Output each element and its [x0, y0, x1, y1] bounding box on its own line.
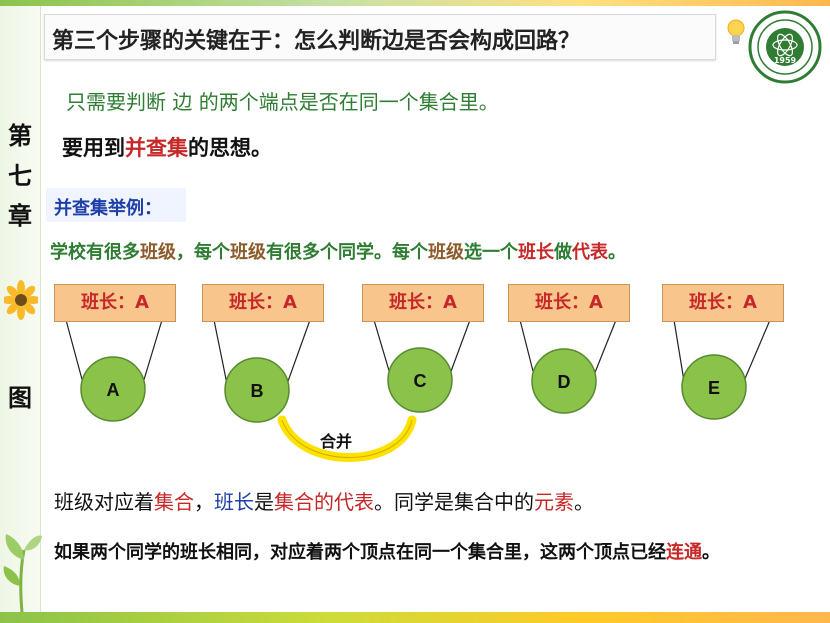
student-node [224, 357, 290, 423]
student-node [681, 354, 747, 420]
school-line-run: 有很多个同学。每个 [266, 242, 428, 263]
monitor-box: 班长：A [508, 284, 630, 322]
concept-line-run: 。同学是集合中的 [374, 490, 534, 514]
concept-line: 班级对应着集合，班长是集合的代表。同学是集合中的元素。 [54, 486, 594, 515]
student-node [387, 347, 453, 413]
school-line-run: ，每个 [176, 242, 230, 263]
concept-line-run: 班级对应着 [54, 490, 154, 514]
membership-line [593, 319, 617, 376]
merge-arc-outline [281, 419, 413, 458]
title-frame [44, 14, 716, 60]
union-find-line-pre: 要用到 [62, 136, 125, 160]
school-line-run: 班级 [140, 242, 176, 263]
membership-line [142, 319, 163, 384]
membership-line [65, 319, 84, 384]
concept-line-run: ， [194, 490, 214, 514]
university-seal-icon: 1959 [748, 10, 822, 84]
concept-line-run: 元素 [534, 490, 574, 514]
student-node-label: D [558, 372, 571, 392]
top-decor-stripe [0, 0, 830, 6]
membership-line [673, 319, 685, 382]
connected-term: 连通 [666, 542, 702, 563]
membership-line [449, 319, 471, 375]
union-find-line: 要用到并查集的思想。 [62, 132, 272, 162]
membership-line [519, 319, 535, 376]
school-analogy-line: 学校有很多班级，每个班级有很多个同学。每个班级选一个班长做代表。 [50, 238, 626, 264]
concept-line-run: 班长 [214, 490, 254, 514]
student-node [80, 356, 146, 422]
monitor-box: 班长：A [662, 284, 784, 322]
chapter-char-3: 章 [8, 201, 32, 230]
bottom-decor-stripe [0, 612, 830, 623]
hint-line: 只需要判断 边 的两个端点是否在同一个集合里。 [66, 90, 499, 114]
membership-line [286, 319, 311, 385]
concept-line-run: 。 [574, 490, 594, 514]
student-node-label: B [251, 381, 264, 401]
membership-line [373, 319, 391, 375]
conclusion-pre: 如果两个同学的班长相同，对应着两个顶点在同一个集合里，这两个顶点已经 [54, 542, 666, 563]
conclusion-text: 如果两个同学的班长相同，对应着两个顶点在同一个集合里，这两个顶点已经连通。 [54, 536, 814, 570]
school-line-run: 班长 [518, 242, 554, 263]
school-line-run: 选一个 [464, 242, 518, 263]
concept-line-run: 是 [254, 490, 274, 514]
school-line-run: 。 [608, 242, 626, 263]
chapter-char-2: 七 [8, 161, 32, 190]
chapter-char-4: 图 [8, 383, 32, 412]
school-line-run: 班级 [230, 242, 266, 263]
conclusion-post: 。 [702, 542, 720, 563]
concept-line-run: 集合的代表 [274, 490, 374, 514]
school-line-run: 班级 [428, 242, 464, 263]
sunflower-icon [4, 280, 38, 320]
page-title: 第三个步骤的关键在于：怎么判断边是否会构成回路？ [52, 29, 581, 54]
student-node-label: C [414, 371, 427, 391]
membership-line [213, 319, 228, 385]
student-node [531, 348, 597, 414]
merge-label: 合并 [320, 432, 353, 451]
concept-line-run: 集合 [154, 490, 194, 514]
student-node-label: A [107, 380, 120, 400]
school-line-run: 学校有很多 [50, 242, 140, 263]
union-find-line-post: 的思想。 [188, 136, 272, 160]
monitor-box: 班长：A [362, 284, 484, 322]
union-find-term: 并查集 [125, 136, 188, 160]
monitor-box: 班长：A [54, 284, 176, 322]
school-line-run: 代表 [572, 242, 608, 263]
monitor-box: 班长：A [202, 284, 324, 322]
sprout-icon [3, 534, 42, 612]
example-heading: 并查集举例： [54, 198, 162, 219]
school-line-run: 做 [554, 242, 572, 263]
chapter-char-1: 第 [8, 121, 32, 150]
membership-line [743, 319, 771, 382]
example-heading-bg [46, 188, 186, 222]
student-node-label: E [708, 378, 720, 398]
logo-year: 1959 [774, 56, 797, 65]
lightbulb-icon [727, 19, 745, 44]
